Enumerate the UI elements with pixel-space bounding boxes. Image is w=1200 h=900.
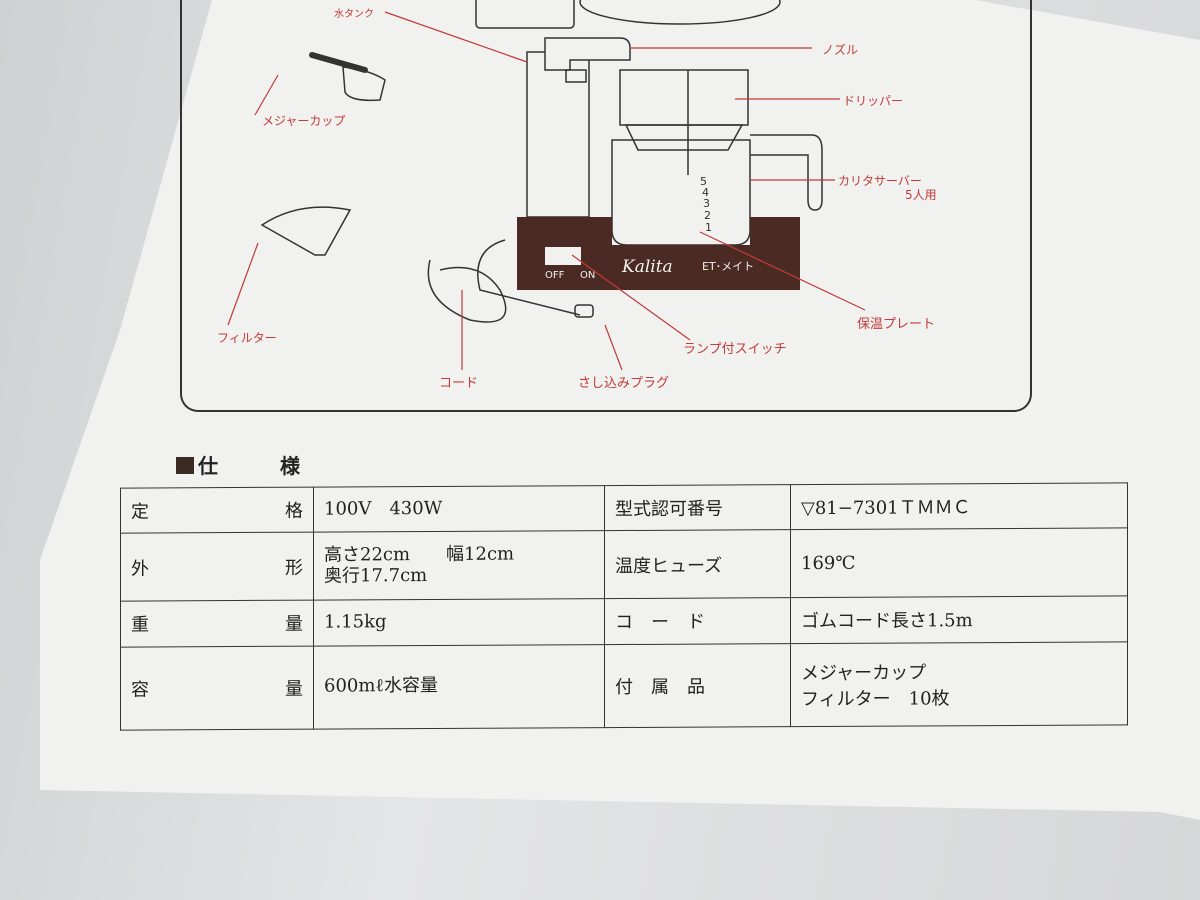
cord-shape: [427, 239, 581, 323]
label-server: カリタサーバー: [838, 174, 922, 188]
spec-label: 温度ヒューズ: [604, 529, 791, 599]
accessory-top-left: [475, 0, 575, 29]
leader-lines: [227, 11, 866, 371]
spec-label: コ ー ド: [604, 597, 791, 645]
label-warming-plate: 保温プレート: [857, 317, 936, 332]
accessory-value: メジャーカップ: [801, 662, 927, 684]
table-row: 容量 600mℓ水容量 付 属 品 メジャーカップフィルター 10枚: [120, 641, 1128, 731]
label-server-capacity: 5人用: [905, 188, 937, 202]
fuse-value: 169℃: [801, 553, 856, 575]
base-plate: [517, 217, 800, 290]
dimensions-value: 高さ22cm 幅12cm: [324, 543, 515, 566]
scale-2: 2: [704, 209, 711, 222]
label-water-tank: 水タンク: [334, 9, 374, 20]
label-filter: フィルター: [217, 331, 277, 345]
model-name: ET･メイト: [702, 260, 754, 273]
depth-value: 奥行17.7cm: [324, 564, 428, 587]
accessory-value: フィルター 10枚: [801, 688, 950, 710]
capacity-value: 600mℓ水容量: [324, 675, 439, 698]
label-lamp-switch: ランプ付スイッチ: [683, 342, 787, 357]
diagram-frame: [180, 0, 1032, 412]
section-title-specs: 仕様: [176, 450, 302, 479]
square-bullet-icon: [176, 457, 194, 474]
filter-shape: [260, 206, 352, 256]
approval-number-value: ▽81−7301ＴＭＭＣ: [801, 497, 971, 520]
specs-table: 定格 100V 430W 型式認可番号 ▽81−7301ＴＭＭＣ 外形 高さ22…: [120, 482, 1128, 731]
spec-label: 型式認可番号: [604, 484, 791, 531]
label-nozzle: ノズル: [822, 43, 859, 57]
scale-5: 5: [700, 175, 707, 188]
nozzle-shape: [544, 37, 631, 71]
weight-value: 1.15kg: [324, 611, 387, 633]
water-tank-shape: [526, 51, 590, 218]
label-plug: さし込みプラグ: [578, 376, 670, 391]
label-cord: コード: [439, 376, 479, 391]
brand-logo: Kalita: [621, 257, 673, 277]
spec-label: 付 属 品: [604, 643, 791, 728]
measure-cup-shape: [342, 66, 386, 102]
switch-off-label: OFF: [545, 270, 565, 281]
scale-3: 3: [703, 197, 710, 210]
server-handle: [750, 134, 823, 211]
cord-value: ゴムコード長さ1.5m: [801, 610, 973, 633]
server-shape: [611, 139, 751, 246]
label-measure-cup: メジャーカップ: [262, 114, 346, 128]
coffee-maker-illustration: OFF ON Kalita ET･メイト 5 4 3 2 1: [227, 0, 866, 371]
rating-value: 100V 430W: [324, 497, 443, 520]
switch-on-label: ON: [580, 270, 595, 281]
scale-4: 4: [702, 186, 709, 199]
accessory-top-right: [579, 0, 781, 25]
table-row: 定格 100V 430W 型式認可番号 ▽81−7301ＴＭＭＣ: [120, 482, 1128, 534]
label-dripper: ドリッパー: [843, 94, 904, 108]
table-row: 重量 1.15kg コ ー ド ゴムコード長さ1.5m: [120, 596, 1128, 647]
dripper-shape: [619, 69, 749, 126]
plug-shape: [574, 304, 594, 318]
scale-1: 1: [705, 221, 712, 234]
